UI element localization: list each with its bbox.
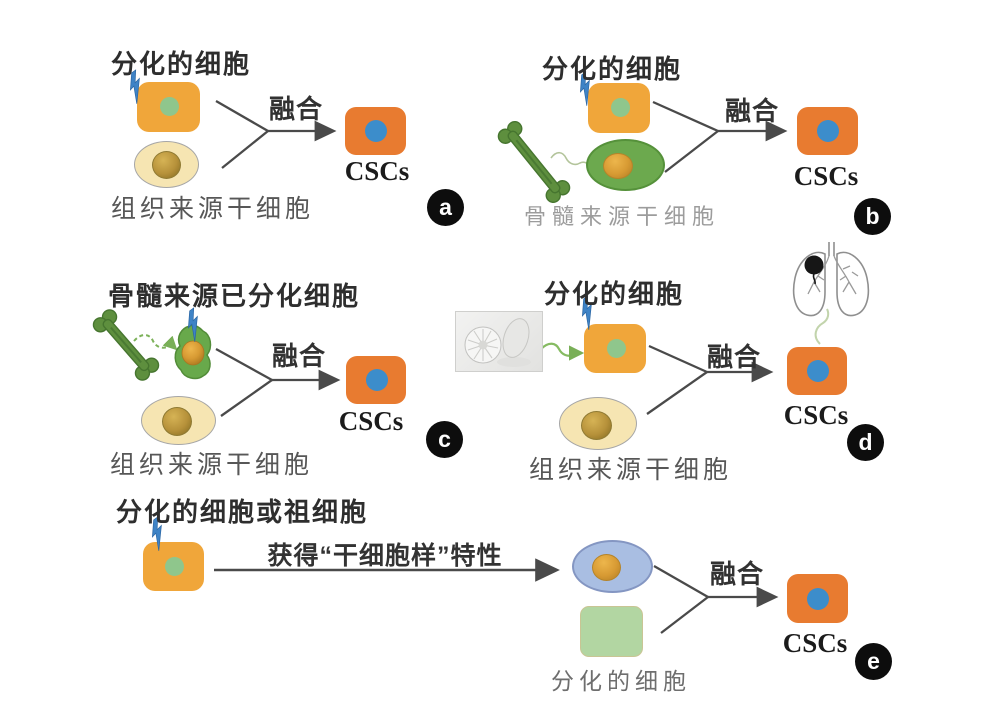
differentiated-cell-b bbox=[588, 83, 650, 133]
squiggle-csc-to-lungs-d bbox=[814, 308, 830, 345]
nucleus bbox=[581, 411, 612, 440]
panel-c-bottom-label: 组织来源干细胞 bbox=[110, 451, 314, 479]
squiggle-tissue-to-cell-d bbox=[540, 342, 585, 361]
panel-c-top-label: 骨髓来源已分化细胞 bbox=[108, 281, 361, 311]
nucleus bbox=[607, 339, 626, 358]
csc-cell-c bbox=[346, 356, 406, 404]
nucleus bbox=[160, 97, 179, 116]
panel-d-top-label: 分化的细胞 bbox=[544, 279, 685, 309]
nucleus bbox=[365, 120, 387, 142]
nucleus bbox=[592, 554, 621, 581]
panel-a-fusion-label: 融合 bbox=[268, 94, 323, 124]
panel-a-badge: a bbox=[427, 189, 464, 226]
nucleus bbox=[366, 369, 388, 391]
tissue-stem-cell-d bbox=[559, 397, 637, 450]
tissue-stem-cell-a bbox=[134, 141, 199, 188]
csc-cell-d bbox=[787, 347, 847, 395]
stem-like-cell-e bbox=[572, 540, 653, 593]
bone-icon-b bbox=[497, 120, 571, 204]
differentiated-cell-plain-e bbox=[580, 606, 643, 657]
panel-d-cscs-label: CSCs bbox=[783, 400, 849, 430]
nucleus bbox=[807, 588, 829, 610]
panel-e-fusion-label: 融合 bbox=[709, 559, 764, 589]
nucleus bbox=[603, 153, 633, 179]
nucleus bbox=[152, 151, 181, 179]
bone-marrow-stem-cell-b bbox=[586, 139, 665, 191]
panel-a-top-label: 分化的细胞 bbox=[111, 49, 252, 79]
panel-d-bottom-label: 组织来源干细胞 bbox=[529, 456, 733, 484]
bone-marrow-differentiated-cell-c bbox=[174, 324, 212, 380]
lightning-bolt-icon-c bbox=[187, 307, 198, 342]
nucleus bbox=[181, 340, 205, 366]
panel-a-bottom-label: 组织来源干细胞 bbox=[111, 195, 315, 223]
nucleus bbox=[165, 557, 184, 576]
csc-cell-e bbox=[787, 574, 848, 623]
csc-cell-b bbox=[797, 107, 858, 155]
panel-c-fusion-label: 融合 bbox=[271, 341, 326, 371]
panel-e-badge: e bbox=[855, 643, 892, 680]
panel-e-cscs-label: CSCs bbox=[782, 628, 848, 658]
nucleus bbox=[611, 98, 630, 117]
differentiated-cell-d bbox=[584, 324, 646, 373]
panel-c-cscs-label: CSCs bbox=[338, 406, 404, 436]
lungs-icon bbox=[792, 242, 870, 317]
differentiated-cell-a bbox=[137, 82, 200, 132]
squiggle-bone-to-cell-c bbox=[133, 334, 178, 351]
panel-b-fusion-label: 融合 bbox=[724, 96, 779, 126]
panel-e-process-label: 获得“干细胞样”特性 bbox=[267, 542, 503, 570]
nucleus bbox=[162, 407, 192, 436]
differentiated-cell-e bbox=[143, 542, 204, 591]
panel-d-badge: d bbox=[847, 424, 884, 461]
csc-cell-a bbox=[345, 107, 406, 155]
tissue-photo bbox=[455, 311, 543, 372]
bone-icon-c bbox=[92, 309, 160, 381]
tissue-stem-cell-c bbox=[141, 396, 216, 445]
panel-d-fusion-label: 融合 bbox=[706, 342, 761, 372]
panel-b-top-label: 分化的细胞 bbox=[542, 54, 683, 84]
nucleus bbox=[807, 360, 829, 382]
panel-c-badge: c bbox=[426, 421, 463, 458]
squiggle-bone-to-cell-b bbox=[550, 151, 590, 166]
panel-a-cscs-label: CSCs bbox=[344, 156, 410, 186]
panel-e-top-label: 分化的细胞或祖细胞 bbox=[116, 497, 369, 527]
panel-b-cscs-label: CSCs bbox=[793, 161, 859, 191]
panel-e-bottom-label: 分化的细胞 bbox=[551, 668, 691, 694]
nucleus bbox=[817, 120, 839, 142]
panel-b-bottom-label: 骨髓来源干细胞 bbox=[524, 204, 721, 229]
tissue-photo-drawing bbox=[464, 318, 531, 367]
panel-b-badge: b bbox=[854, 198, 891, 235]
